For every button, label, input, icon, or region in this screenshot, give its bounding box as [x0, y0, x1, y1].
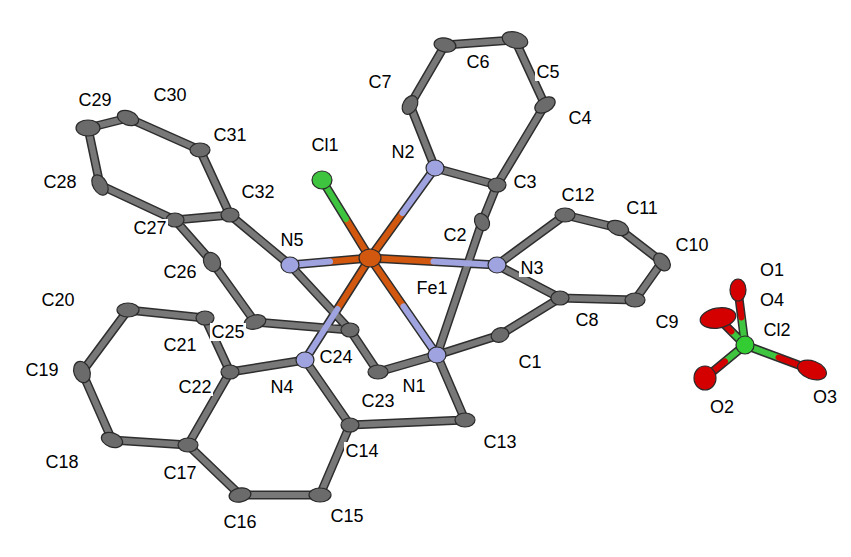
atom-label: C2: [442, 226, 467, 244]
oxygen-atom: [730, 279, 746, 301]
atom-label: C18: [44, 453, 79, 471]
atom-label: C20: [40, 291, 75, 309]
chlorine-atom: [736, 336, 754, 354]
carbon-atom: [551, 291, 569, 305]
atom-label: C23: [360, 392, 395, 410]
oxygen-atom: [694, 366, 716, 390]
atom-label: N2: [390, 143, 415, 161]
carbon-atom: [228, 486, 252, 504]
carbon-atom: [500, 29, 529, 51]
nitrogen-atom: [428, 347, 446, 363]
carbon-atom: [471, 211, 492, 234]
atom-label: Fe1: [415, 279, 448, 297]
carbon-atom: [76, 120, 100, 136]
carbon-atom: [309, 488, 331, 502]
carbon-atom: [488, 178, 506, 192]
atom-label: C16: [222, 513, 257, 531]
atom-label: C14: [344, 442, 379, 460]
atom-label: C6: [465, 53, 490, 71]
atom-label: C29: [77, 91, 112, 109]
carbon-atom: [368, 365, 388, 379]
atom-label: O3: [812, 388, 838, 406]
carbon-atom: [190, 143, 210, 157]
atom-label: N5: [279, 231, 304, 249]
carbon-atom: [221, 365, 239, 379]
atom-label: C22: [177, 378, 212, 396]
carbon-bond: [82, 40, 662, 495]
nitrogen-atom: [281, 257, 299, 273]
carbon-atom: [117, 303, 139, 317]
atom-label: C1: [517, 353, 542, 371]
atom-label: C12: [560, 186, 595, 204]
carbon-atom: [341, 418, 359, 432]
atom-label: N3: [519, 259, 544, 277]
carbon-atom: [555, 208, 575, 222]
atom-label: C24: [318, 348, 353, 366]
atom-label: C25: [210, 323, 245, 341]
nitrogen-atom: [426, 160, 444, 176]
nitrogen-atom: [488, 257, 506, 273]
chlorine-atom: [312, 171, 332, 189]
atom-label: N1: [401, 377, 426, 395]
carbon-atom: [532, 93, 558, 116]
carbon-atom: [650, 250, 674, 274]
atom-label: Cl1: [310, 136, 339, 154]
atom-label: O4: [759, 291, 785, 309]
atom-label: C5: [535, 63, 560, 81]
nitrogen-atom: [296, 352, 314, 368]
carbon-atom: [99, 430, 124, 451]
carbon-atom: [200, 249, 224, 274]
atom-label: C8: [574, 311, 599, 329]
oxygen-bond-half: [705, 290, 812, 378]
carbon-atom: [115, 108, 140, 129]
carbon-atom: [605, 218, 630, 239]
atom-label: C7: [367, 73, 392, 91]
atom-label: C3: [512, 173, 537, 191]
chlorine-bond-half: [322, 180, 779, 362]
carbon-atom: [625, 293, 645, 307]
carbon-atom: [71, 359, 94, 385]
oxygen-atom: [795, 356, 829, 383]
atom-label: C11: [625, 199, 659, 217]
carbon-atom: [455, 413, 475, 427]
atom-label: C19: [24, 361, 59, 379]
atom-label: O1: [759, 261, 785, 279]
atom-label: C13: [482, 433, 517, 451]
atom-label: C28: [42, 173, 77, 191]
atom-label: C31: [212, 126, 247, 144]
atom-label: C10: [674, 236, 709, 254]
bond-outline: [82, 40, 812, 495]
carbon-atom: [341, 323, 359, 337]
atom-label: Cl2: [762, 321, 791, 339]
iron-atom: [359, 249, 381, 267]
oxygen-atom: [699, 305, 738, 331]
atom-label: C27: [132, 219, 167, 237]
carbon-atom: [178, 438, 198, 452]
atom-label: C21: [162, 336, 197, 354]
atom-label: C17: [162, 464, 197, 482]
atom-label: C4: [567, 109, 592, 127]
atom-label: C32: [240, 183, 275, 201]
carbon-atom: [243, 312, 268, 331]
atom-label: C15: [329, 507, 364, 525]
atom-label: C26: [162, 263, 197, 281]
atom-label: C30: [152, 86, 187, 104]
carbon-atom: [221, 208, 239, 222]
atom-label: O2: [709, 398, 735, 416]
carbon-atom: [166, 213, 184, 227]
atom-label: N4: [269, 378, 294, 396]
carbon-atom: [399, 93, 421, 117]
carbon-atom: [489, 325, 511, 344]
carbon-atom: [88, 172, 111, 198]
nitrogen-bond-half: [290, 168, 497, 360]
carbon-atom: [433, 36, 457, 54]
atom-label: C9: [654, 313, 679, 331]
